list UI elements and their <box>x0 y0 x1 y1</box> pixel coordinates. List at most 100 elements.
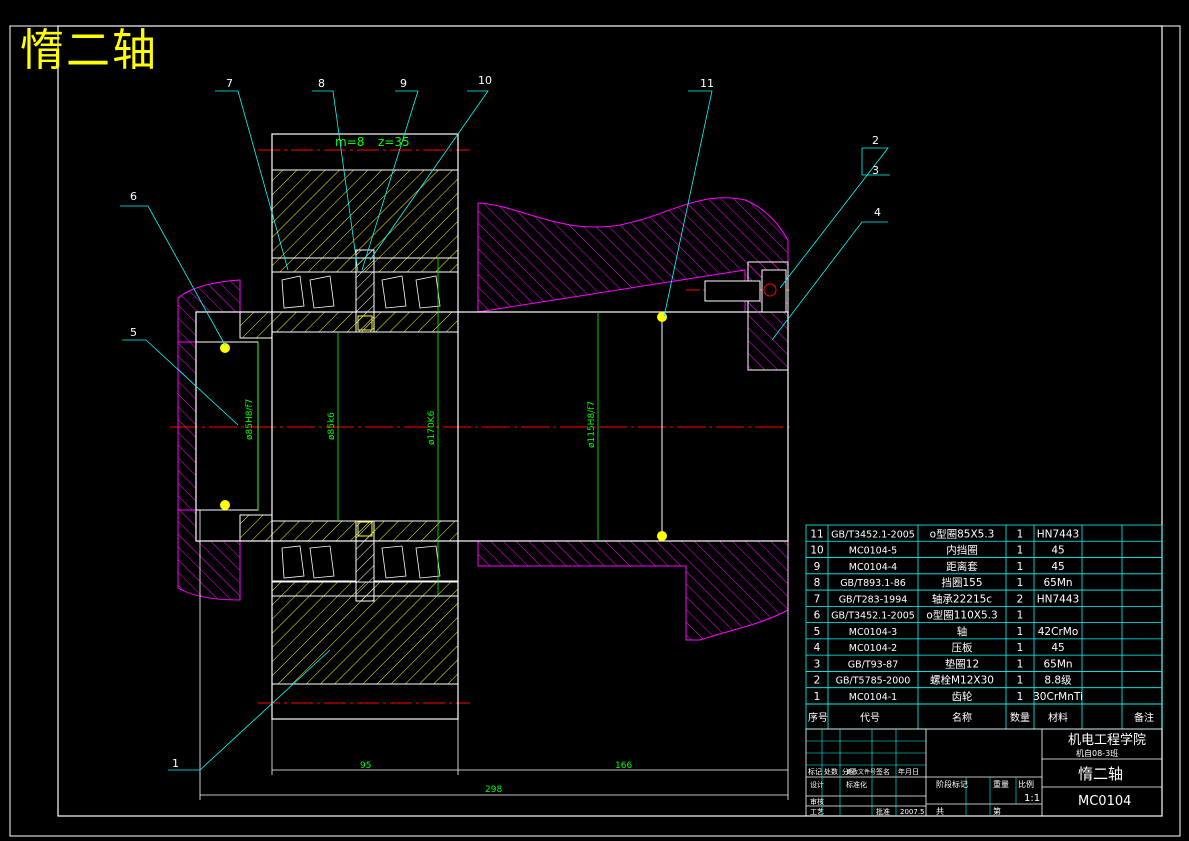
balloon-3: 3 <box>872 164 879 177</box>
bom-cell-qty: 1 <box>1017 626 1024 638</box>
tb-label-mark: 标记 <box>808 767 822 776</box>
tb-class: 机自08-3班 <box>1076 748 1118 758</box>
bom-cell-material: HN7443 <box>1037 528 1079 540</box>
bom-cell-code: GB/T5785-2000 <box>836 676 911 687</box>
gear-hatch-bottom <box>271 595 459 685</box>
bom-cell-no: 11 <box>810 528 823 540</box>
dim-d3: ø170K6 <box>427 410 437 445</box>
balloon-7: 7 <box>226 77 233 90</box>
balloon-11: 11 <box>700 77 714 90</box>
bom-header-remark: 备注 <box>1134 711 1154 724</box>
bom-cell-name: 轴 <box>957 625 968 638</box>
tb-label-ratio: 比例 <box>1018 779 1034 789</box>
balloon-6: 6 <box>130 190 137 203</box>
bom-cell-no: 4 <box>814 642 821 654</box>
tb-label-approve: 批准 <box>876 807 890 816</box>
bom-header: 序号 代号 名称 数量 材料 备注 <box>808 711 1154 724</box>
bom-cell-qty: 1 <box>1017 642 1024 654</box>
dim-d2: ø85k6 <box>327 412 337 440</box>
seal-oring-left-bottom <box>220 500 230 510</box>
tb-school: 机电工程学院 <box>1068 732 1146 748</box>
tb-drawing-no: MC0104 <box>1078 794 1131 809</box>
gear-module: m=8 <box>335 135 364 149</box>
tb-label-sign: 签名 <box>876 767 890 776</box>
dim-len-total: 298 <box>485 785 502 795</box>
bom-cell-name: o型圈85X5.3 <box>930 527 995 540</box>
bom-cell-qty: 1 <box>1017 545 1024 557</box>
bom-cell-qty: 1 <box>1017 577 1024 589</box>
dim-len-left: 95 <box>360 761 371 771</box>
bom-cell-no: 9 <box>814 561 821 573</box>
bolt-washer <box>763 283 777 297</box>
tb-label-sheet: 第 <box>993 806 1001 816</box>
title-block-grid <box>806 729 1017 816</box>
balloon-4: 4 <box>874 206 881 219</box>
bom-cell-material: 8.8级 <box>1044 675 1072 687</box>
rollers <box>281 275 441 579</box>
bolt <box>704 280 761 302</box>
drawing-title: 惰二轴 <box>20 25 158 76</box>
housing-left <box>177 341 197 511</box>
shaft-collar-top <box>239 311 273 339</box>
bom-cell-name: 轴承22215c <box>932 592 992 605</box>
bom-cell-no: 5 <box>814 626 821 638</box>
spacer-lower-yellow <box>357 521 373 537</box>
bom-cell-no: 10 <box>810 545 823 557</box>
inner-border <box>57 25 1163 817</box>
tb-part-name: 惰二轴 <box>1078 765 1123 783</box>
tb-scale: 1:1 <box>1024 793 1040 804</box>
housing-right-lower <box>477 540 789 641</box>
bom-cell-code: MC0104-1 <box>849 692 897 703</box>
tb-label-review: 审核 <box>810 797 824 806</box>
bom-cell-name: 距离套 <box>946 560 978 573</box>
tb-label-standardize: 标准化 <box>846 780 867 789</box>
bom-cell-name: 内挡圈 <box>946 544 978 557</box>
tb-label-zone: 分区 <box>842 767 856 776</box>
tb-label-weight: 重量 <box>993 779 1009 789</box>
dim-d4: ø115H8/f7 <box>587 401 597 448</box>
tb-date: 2007.5 <box>900 808 925 816</box>
balloon-labels: 1 2 3 4 5 6 7 8 9 10 11 <box>130 74 881 770</box>
bom-cell-code: MC0104-3 <box>849 627 897 638</box>
bom-cell-code: GB/T3452.1-2005 <box>831 529 915 540</box>
tb-label-total: 共 <box>936 807 944 816</box>
title-block <box>805 728 1163 817</box>
bom-cell-code: MC0104-2 <box>849 643 897 654</box>
bom-cell-no: 1 <box>814 691 821 703</box>
housing-left-lower <box>177 509 241 601</box>
balloon-9: 9 <box>400 77 407 90</box>
seal-oring-right-bottom <box>657 531 667 541</box>
bom-cell-qty: 1 <box>1017 528 1024 540</box>
length-dimensions <box>199 510 789 800</box>
balloon-10: 10 <box>478 74 492 87</box>
bom-cell-material: 45 <box>1051 545 1064 557</box>
bom-cell-material: 30CrMnTi <box>1033 691 1083 703</box>
bom-cell-name: 压板 <box>952 641 973 654</box>
leader-lines <box>120 90 890 771</box>
bom-cell-material: 42CrMo <box>1038 626 1079 638</box>
tb-label-stage: 阶段标记 <box>936 779 968 789</box>
bom-cell-qty: 1 <box>1017 675 1024 687</box>
bom-cell-name: 垫圈12 <box>945 657 979 670</box>
bearing-upper-right <box>373 271 459 313</box>
bom-header-material: 材料 <box>1048 711 1068 724</box>
balloon-2: 2 <box>872 134 879 147</box>
bom-cell-qty: 2 <box>1017 593 1024 605</box>
bom-cell-no: 6 <box>814 610 821 622</box>
dim-len-right: 166 <box>615 761 632 771</box>
bom-cell-name: o型圈110X5.3 <box>926 609 997 622</box>
bom-cell-qty: 1 <box>1017 691 1024 703</box>
housing-left-upper <box>177 279 241 343</box>
bom-cell-name: 齿轮 <box>952 690 973 703</box>
bom-cell-code: GB/T893.1-86 <box>840 578 906 589</box>
housing-right-upper <box>477 197 789 313</box>
bom-header-no: 序号 <box>808 711 828 724</box>
balloon-8: 8 <box>318 77 325 90</box>
spacer-upper-yellow <box>357 315 373 331</box>
gear-teeth: z=35 <box>378 135 410 149</box>
tb-label-ymd: 年月日 <box>898 767 919 776</box>
balloon-1: 1 <box>172 757 179 770</box>
dimension-lines <box>257 258 599 596</box>
